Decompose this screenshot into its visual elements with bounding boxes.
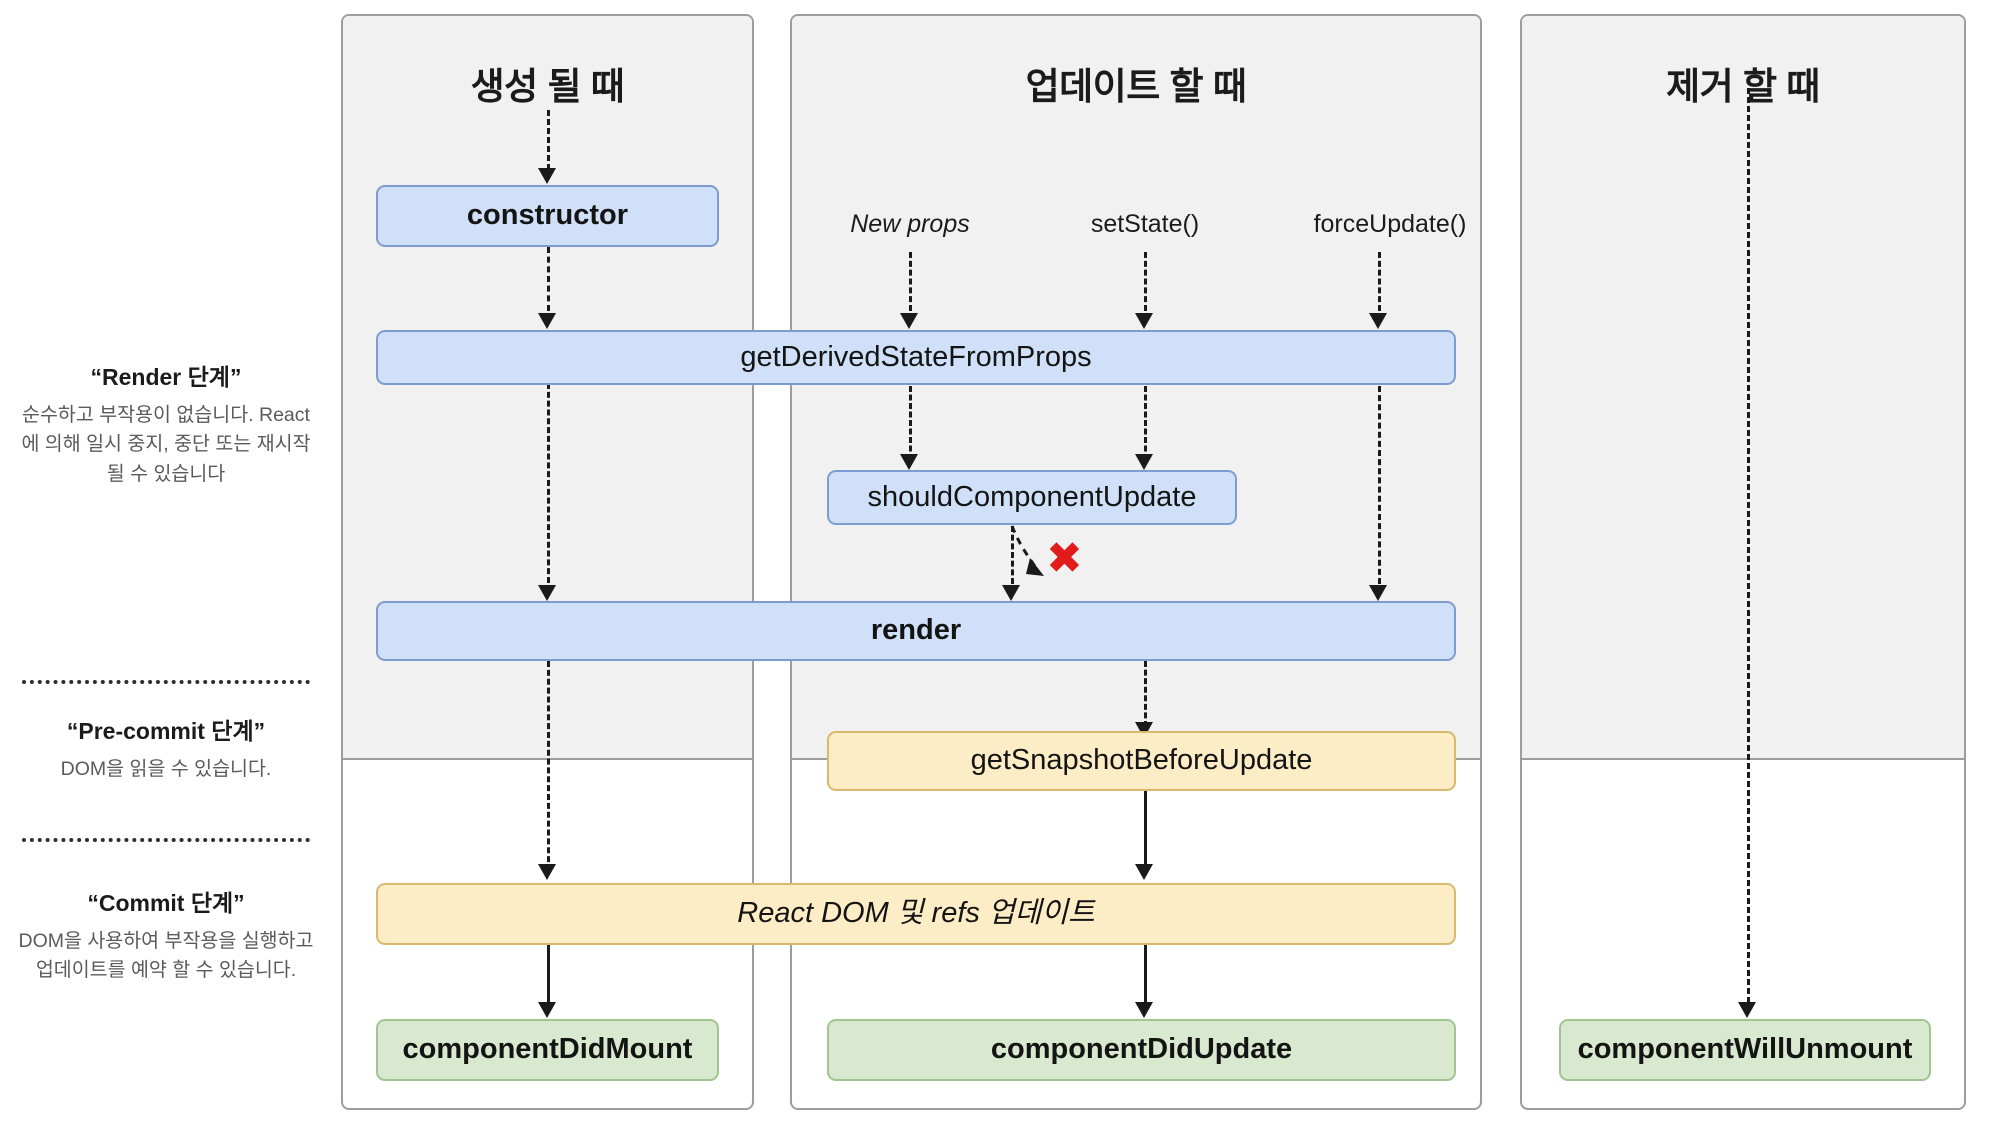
node-react-dom-and-refs[interactable]: React DOM 및 refs 업데이트 xyxy=(376,883,1456,945)
node-component-will-unmount[interactable]: componentWillUnmount xyxy=(1559,1019,1931,1081)
trigger-force-update: forceUpdate() xyxy=(1275,210,1505,239)
arrowhead-set-state-to-gdsfp xyxy=(1135,313,1153,329)
phase-legend-render-title: “Render 단계” xyxy=(90,364,242,390)
connector-constructor-to-gdsfp xyxy=(547,247,550,311)
connector-dom-to-did-mount-mounting xyxy=(547,945,550,1005)
arrowhead-gdsfp-to-render-mounting xyxy=(538,585,556,601)
node-component-will-unmount-label: componentWillUnmount xyxy=(1577,1033,1913,1066)
trigger-force-update-label: forceUpdate() xyxy=(1313,210,1467,238)
phase-legend-pre-commit: “Pre-commit 단계” DOM을 읽을 수 있습니다. xyxy=(16,712,316,784)
phase-legend-commit-body: DOM을 사용하여 부작용을 실행하고 업데이트를 예약 할 수 있습니다. xyxy=(18,930,314,982)
arrowhead-to-constructor xyxy=(538,168,556,184)
node-constructor-label: constructor xyxy=(466,199,629,232)
connector-force-update-bypass-to-render xyxy=(1378,386,1381,584)
connector-force-update-to-gdsfp xyxy=(1378,252,1381,311)
phase-legend-render: “Render 단계” 순수하고 부작용이 없습니다. React에 의해 일시… xyxy=(16,358,316,489)
skip-update-x-glyph: ✖ xyxy=(1046,533,1083,584)
connector-start-to-constructor xyxy=(547,110,550,170)
node-should-component-update[interactable]: shouldComponentUpdate xyxy=(827,470,1237,525)
arrowhead-force-update-to-gdsfp xyxy=(1369,313,1387,329)
phase-legend-pre-commit-body: DOM을 읽을 수 있습니다. xyxy=(60,758,272,780)
skip-update-x-icon: ✖ xyxy=(1046,537,1083,581)
arrowhead-new-props-to-gdsfp xyxy=(900,313,918,329)
trigger-new-props: New props xyxy=(810,210,1010,239)
column-header-mounting: 생성 될 때 xyxy=(470,66,625,107)
connector-unmount-spine xyxy=(1747,88,1750,1003)
trigger-set-state-label: setState() xyxy=(1090,210,1200,238)
trigger-new-props-label: New props xyxy=(850,210,970,238)
node-component-did-mount[interactable]: componentDidMount xyxy=(376,1019,719,1081)
connector-render-to-snapshot xyxy=(1144,661,1147,727)
column-header-unmounting: 제거 할 때 xyxy=(1666,66,1820,107)
node-get-derived-state-from-props-label: getDerivedStateFromProps xyxy=(740,340,1092,373)
arrowhead-scu-to-render xyxy=(1002,585,1020,601)
phase-legend-commit-title: “Commit 단계” xyxy=(87,890,245,916)
node-get-derived-state-from-props[interactable]: getDerivedStateFromProps xyxy=(376,330,1456,385)
arrowhead-to-react-dom-mounting xyxy=(538,864,556,880)
phase-legend-commit: “Commit 단계” DOM을 사용하여 부작용을 실행하고 업데이트를 예약… xyxy=(16,884,316,986)
node-render-label: render xyxy=(870,614,962,647)
node-get-snapshot-before-update[interactable]: getSnapshotBeforeUpdate xyxy=(827,731,1456,791)
arrowhead-react-dom-to-did-update xyxy=(1135,1002,1153,1018)
arrowhead-to-did-mount xyxy=(538,1002,556,1018)
phase-legend-pre-commit-title: “Pre-commit 단계” xyxy=(66,718,266,744)
connector-scu-to-render xyxy=(1011,526,1014,584)
phase-divider-top xyxy=(22,680,310,684)
node-react-dom-and-refs-label: React DOM 및 refs 업데이트 xyxy=(737,897,1095,930)
panel-render-region-unmounting xyxy=(1522,16,1964,760)
connector-set-state-to-gdsfp xyxy=(1144,252,1147,311)
phase-legend-render-body: 순수하고 부작용이 없습니다. React에 의해 일시 중지, 중단 또는 재… xyxy=(21,404,311,485)
column-panel-unmounting: 제거 할 때 xyxy=(1520,14,1966,1110)
connector-new-props-to-gdsfp xyxy=(909,252,912,311)
arrowhead-snapshot-to-react-dom xyxy=(1135,864,1153,880)
node-constructor[interactable]: constructor xyxy=(376,185,719,247)
node-should-component-update-label: shouldComponentUpdate xyxy=(867,480,1197,513)
connector-scu-skip-branch xyxy=(1010,525,1044,576)
arrowhead-constructor-to-gdsfp xyxy=(538,313,556,329)
node-render[interactable]: render xyxy=(376,601,1456,661)
arrowhead-to-will-unmount xyxy=(1738,1002,1756,1018)
node-component-did-update-label: componentDidUpdate xyxy=(990,1033,1293,1066)
connector-gdsfp-to-scu-left xyxy=(909,386,912,460)
arrowhead-gdsfp-to-scu-left xyxy=(900,454,918,470)
node-get-snapshot-before-update-label: getSnapshotBeforeUpdate xyxy=(970,744,1313,777)
arrowhead-gdsfp-to-scu-right xyxy=(1135,454,1153,470)
trigger-set-state: setState() xyxy=(1045,210,1245,239)
connector-snapshot-to-react-dom xyxy=(1144,791,1147,867)
connector-gdsfp-to-scu-right xyxy=(1144,386,1147,460)
arrowhead-force-update-bypass-to-render xyxy=(1369,585,1387,601)
column-header-updating: 업데이트 할 때 xyxy=(1025,66,1247,107)
connector-react-dom-to-did-update xyxy=(1144,945,1147,1005)
node-component-did-update[interactable]: componentDidUpdate xyxy=(827,1019,1456,1081)
connector-render-to-did-mount xyxy=(547,661,550,871)
phase-divider-bottom xyxy=(22,838,310,842)
node-component-did-mount-label: componentDidMount xyxy=(402,1033,693,1066)
connector-gdsfp-to-render-mounting xyxy=(547,383,550,583)
